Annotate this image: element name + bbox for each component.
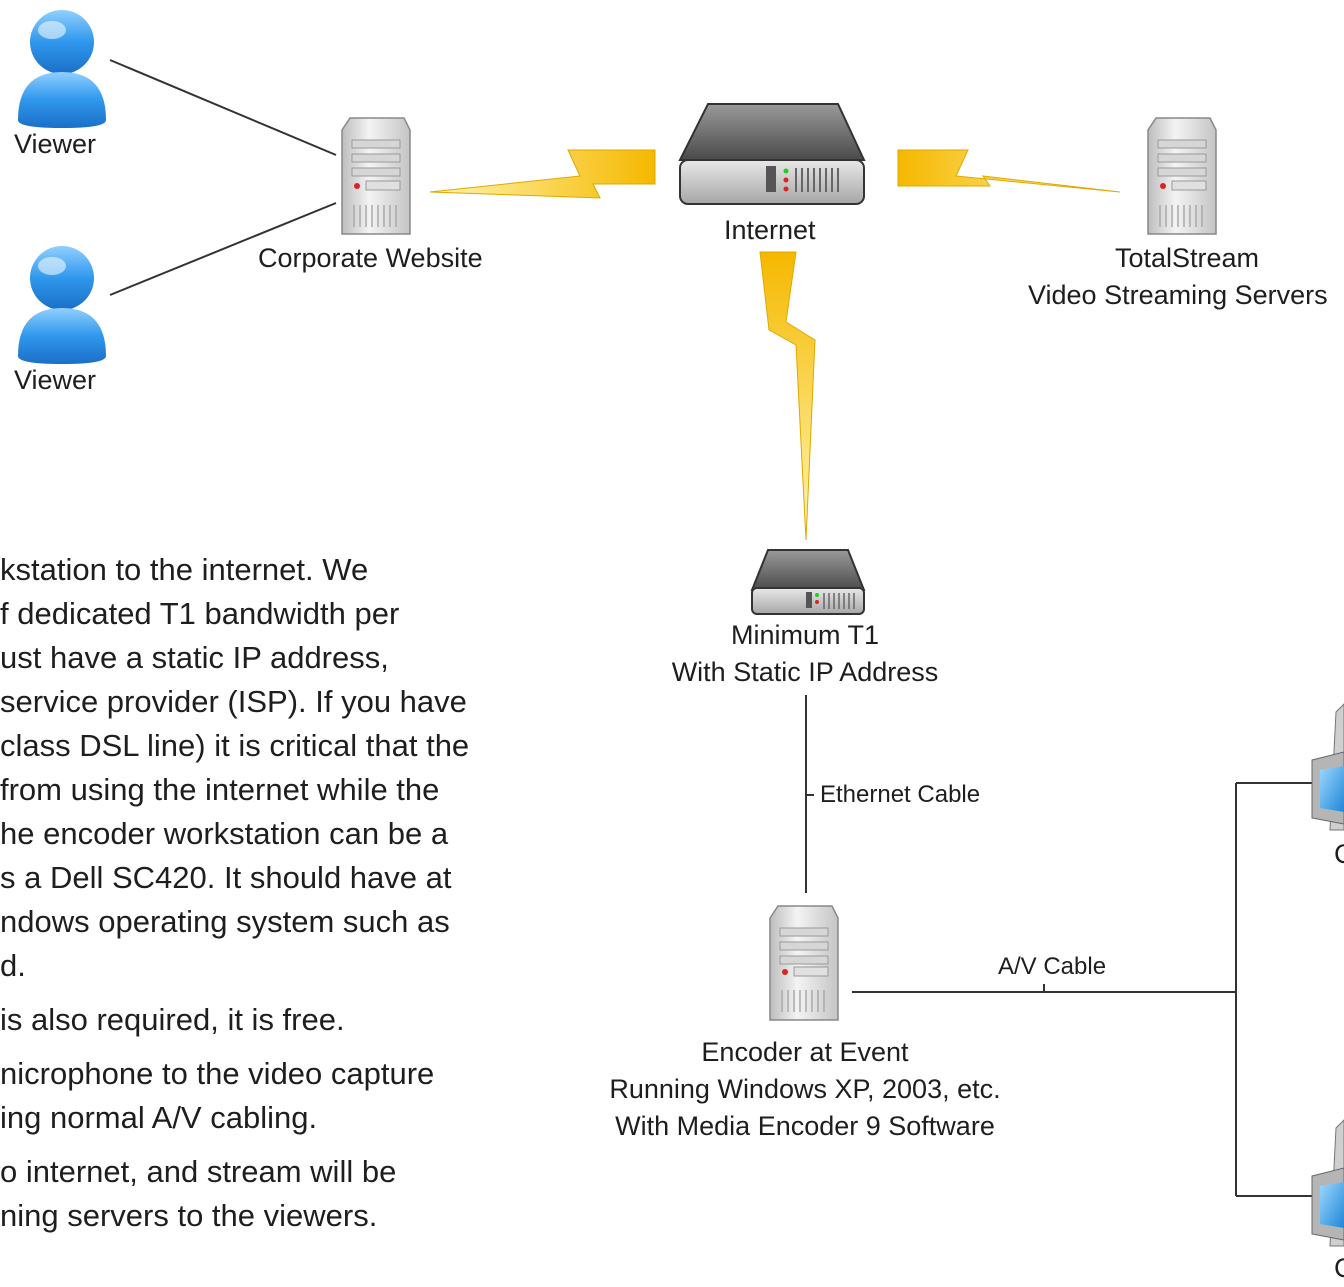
encoder-label-line2: Running Windows XP, 2003, etc. [609, 1074, 1001, 1104]
av-cable-label: A/V Cable [998, 953, 1107, 980]
instruction-line: ing normal A/V cabling. [0, 1100, 318, 1135]
totalstream-label: TotalStream Video Streaming Servers [1028, 240, 1344, 314]
internet-label: Internet [724, 215, 816, 245]
ethernet-cable-label: Ethernet Cable [820, 781, 981, 808]
instruction-line: f dedicated T1 bandwidth per [0, 596, 400, 631]
instruction-line: nicrophone to the video capture [0, 1056, 435, 1091]
link-viewer-bottom-website [109, 202, 337, 296]
totalstream-server-icon [1147, 117, 1217, 235]
lightning-bolt-internet-totalstream [897, 149, 1121, 193]
instruction-line: service provider (ISP). If you have [0, 684, 467, 719]
instruction-line: kstation to the internet. We [0, 552, 369, 587]
encoder-server-icon [769, 905, 839, 1021]
viewer-icon-bottom [18, 246, 106, 364]
instruction-line: o internet, and stream will be [0, 1154, 397, 1189]
instruction-line: s a Dell SC420. It should have at [0, 860, 452, 895]
t1-router-icon [750, 549, 866, 615]
instruction-line: from using the internet while the [0, 772, 440, 807]
viewer-bottom-label: Viewer [14, 365, 97, 395]
instruction-line: he encoder workstation can be a [0, 816, 449, 851]
encoder-label-line3: With Media Encoder 9 Software [615, 1111, 995, 1141]
encoder-label-line1: Encoder at Event [701, 1037, 909, 1067]
encoder-label: Encoder at Event Running Windows XP, 200… [580, 1034, 1030, 1145]
t1-label: Minimum T1 With Static IP Address [640, 617, 970, 691]
lightning-bolt-website-internet [429, 149, 656, 199]
instructions-text: kstation to the internet. We f dedicated… [0, 548, 560, 1238]
link-viewer-top-website [109, 59, 337, 156]
viewer-icon-top [18, 10, 106, 128]
lightning-bolt-internet-t1 [759, 251, 816, 541]
corporate-website-server-icon [341, 117, 411, 235]
camera-top-label: C [1334, 839, 1344, 869]
internet-router-icon [678, 103, 866, 205]
viewer-top-label: Viewer [14, 129, 97, 159]
instruction-line: class DSL line) it is critical that the [0, 728, 470, 763]
instruction-line: ust have a static IP address, [0, 640, 389, 675]
totalstream-label-line1: TotalStream [1114, 243, 1260, 273]
camera-device-icon-bottom [1311, 1119, 1344, 1247]
camera-bottom-label: C [1334, 1253, 1344, 1283]
instruction-line: ning servers to the viewers. [0, 1198, 378, 1233]
totalstream-label-line2: Video Streaming Servers [1028, 280, 1328, 310]
camera-device-icon-top [1311, 703, 1344, 831]
instruction-line: is also required, it is free. [0, 1002, 345, 1037]
t1-label-line1: Minimum T1 [730, 620, 880, 650]
corporate-website-label: Corporate Website [258, 243, 483, 273]
t1-label-line2: With Static IP Address [671, 657, 939, 687]
instruction-line: ndows operating system such as [0, 904, 450, 939]
instruction-line: d. [0, 948, 26, 983]
